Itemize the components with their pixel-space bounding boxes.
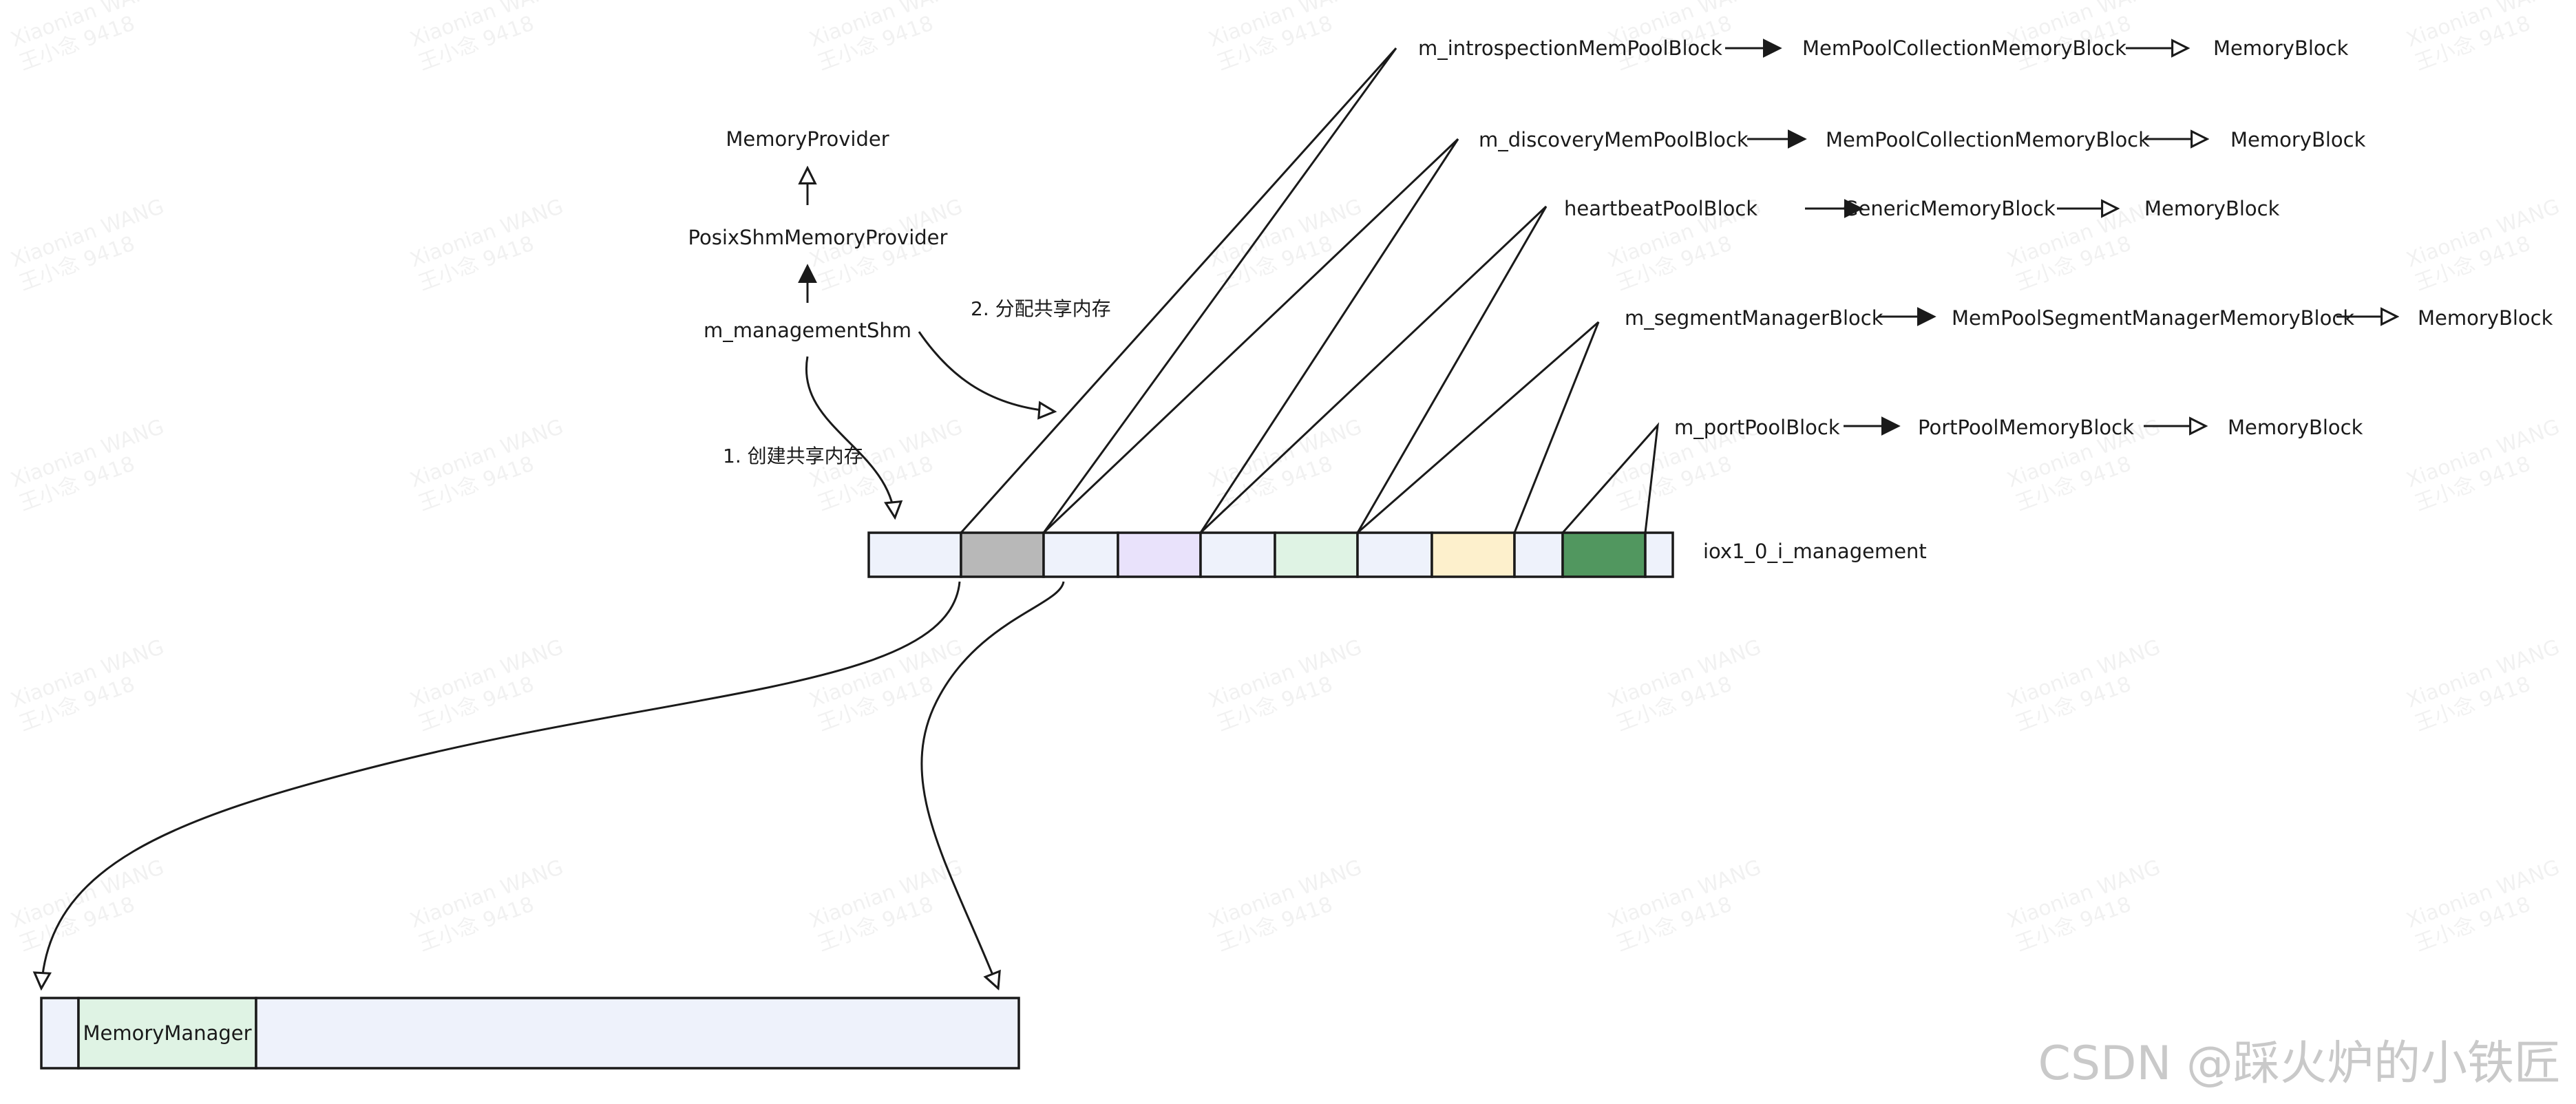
shm-segment-4 [1199,531,1276,578]
block-type: MemPoolSegmentManagerMemoryBlock [1952,306,2354,330]
connector-discovery [1042,138,1459,534]
layout-expansion-arrows [41,581,1065,988]
block-connectors [960,47,1660,534]
block-type: PortPoolMemoryBlock [1918,416,2134,439]
shared-memory-label: iox1_0_i_management [1703,540,1927,563]
mm-segment-0 [40,997,80,1070]
shm-segment-0 [867,531,962,578]
expand-arrow-right [920,581,1065,988]
memory-provider-label: MemoryProvider [726,127,889,151]
management-shm-label: m_managementShm [704,319,911,342]
block-chains: m_introspectionMemPoolBlock MemPoolColle… [1418,36,2553,439]
block-base: MemoryBlock [2230,128,2366,151]
block-row-introspection: m_introspectionMemPoolBlock MemPoolColle… [1418,36,2349,60]
shm-segment-1 [960,531,1045,578]
block-name: heartbeatPoolBlock [1564,197,1757,220]
expand-arrow-left [41,581,961,988]
shared-memory-bar [867,531,1674,578]
mm-segment-1 [77,997,257,1070]
block-row-discovery: m_discoveryMemPoolBlock MemPoolCollectio… [1479,128,2366,151]
block-row-heartbeat: heartbeatPoolBlock GenericMemoryBlock Me… [1564,197,2280,220]
block-base: MemoryBlock [2213,36,2349,60]
block-type: GenericMemoryBlock [1843,197,2056,220]
block-name: m_introspectionMemPoolBlock [1418,36,1722,60]
connector-port-pool [1561,422,1660,533]
block-type: MemPoolCollectionMemoryBlock [1802,36,2126,60]
shm-segment-7 [1430,531,1516,578]
posix-shm-provider-label: PosixShmMemoryProvider [688,226,948,249]
create-shm-step-label: 1. 创建共享内存 [723,445,863,467]
block-name: m_segmentManagerBlock [1625,306,1883,330]
block-base: MemoryBlock [2228,416,2363,439]
block-base: MemoryBlock [2144,197,2280,220]
block-type: MemPoolCollectionMemoryBlock [1826,128,2150,151]
allocate-shm-arrow [918,331,1055,412]
shm-segment-3 [1117,531,1202,578]
block-row-segment-manager: m_segmentManagerBlock MemPoolSegmentMana… [1625,306,2553,330]
shm-segment-10 [1644,531,1674,578]
shm-segment-8 [1513,531,1564,578]
connector-introspection [960,47,1397,534]
allocate-shm-step-label: 2. 分配共享内存 [971,297,1111,320]
block-name: m_discoveryMemPoolBlock [1479,128,1749,151]
block-base: MemoryBlock [2418,306,2553,330]
mm-segment-2 [255,997,1020,1070]
shm-segment-2 [1042,531,1119,578]
memory-manager-bar: MemoryManager [40,997,1020,1070]
memory-manager-label: MemoryManager [83,1021,251,1045]
step-arrows: 1. 创建共享内存 2. 分配共享内存 [723,297,1111,518]
connector-heartbeat [1199,205,1548,534]
block-name: m_portPoolBlock [1674,416,1840,439]
create-shm-arrow [805,356,895,518]
shm-segment-6 [1356,531,1433,578]
footer-credit: CSDN @踩火炉的小铁匠 [2038,1037,2562,1091]
shm-segment-5 [1274,531,1359,578]
shm-segment-9 [1561,531,1647,578]
block-row-port-pool: m_portPoolBlock PortPoolMemoryBlock Memo… [1674,416,2363,439]
connector-segment-manager [1357,321,1600,534]
provider-hierarchy: MemoryProvider PosixShmMemoryProvider m_… [688,127,948,342]
